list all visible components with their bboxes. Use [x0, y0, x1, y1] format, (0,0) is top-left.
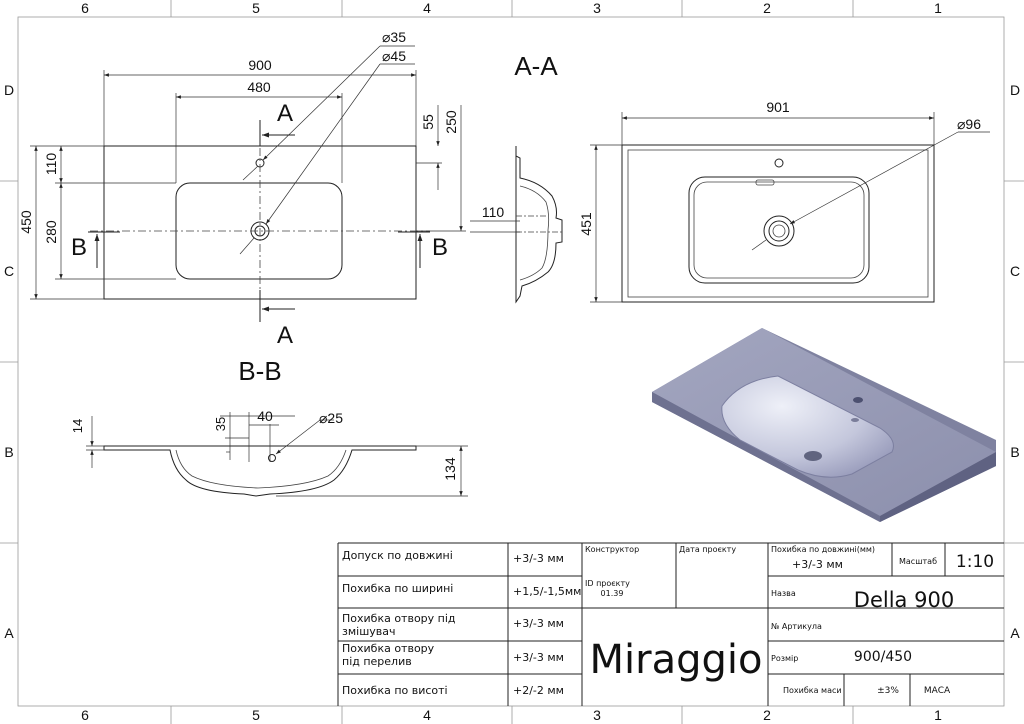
tol-label-2: змішувач	[342, 625, 396, 638]
top-drain-outer	[763, 215, 795, 247]
render-drain	[804, 451, 822, 461]
top-drain-inner	[772, 224, 786, 238]
row-label: A	[4, 625, 14, 641]
row-labels-left: D C B A	[4, 82, 14, 641]
column-labels-bottom: 6 5 4 3 2 1	[81, 707, 942, 723]
col-label: 1	[934, 707, 942, 723]
row-label: C	[4, 263, 14, 279]
tol-label: Похибка по висоті	[342, 684, 448, 697]
tol-value: +1,5/-1,5мм	[513, 585, 581, 598]
col-label: 2	[763, 0, 771, 16]
tol-label: Похибка отвору	[342, 642, 435, 655]
col-label: 3	[593, 0, 601, 16]
top-drain-mid	[768, 220, 790, 242]
dim-depth: 450	[18, 210, 34, 234]
dim-bb-offset: 35	[213, 417, 228, 431]
scale-value: 1:10	[956, 552, 994, 572]
dim-aa-depth: 110	[482, 204, 505, 220]
row-label: B	[1010, 444, 1019, 460]
section-mark-b: B	[71, 234, 87, 261]
dim-tap-hole: ⌀35	[382, 29, 406, 45]
length-tol-label: Похибка по довжині(мм)	[771, 545, 875, 554]
col-label: 1	[934, 0, 942, 16]
dim-bb-height: 134	[442, 457, 458, 481]
dim-width: 900	[248, 57, 272, 73]
column-labels-top: 6 5 4 3 2 1	[81, 0, 942, 16]
section-title-b-b: B-B	[238, 356, 281, 386]
section-b-b: B-B 14 35 40 ⌀25 134	[70, 356, 468, 497]
top-view-bowl	[688, 176, 870, 284]
size-value: 900/450	[854, 649, 912, 665]
top-tap-hole	[774, 158, 784, 168]
top-view-outline	[621, 144, 935, 303]
col-label: 5	[252, 707, 260, 723]
plan-view: 900 480 450 280 110 55 250 ⌀35 ⌀45 A A B…	[18, 29, 466, 349]
name-value: Della 900	[854, 588, 954, 612]
tol-label: Похибка отвору під	[342, 612, 456, 625]
tol-value: +3/-3 мм	[513, 651, 564, 664]
section-mark-a: A	[277, 100, 293, 127]
section-a-a: A-A 110	[470, 51, 564, 304]
title-block: Допуск по довжині +3/-3 мм Похибка по ши…	[337, 542, 1004, 706]
section-mark-b: B	[432, 234, 448, 261]
row-labels-right: D C B A	[1010, 82, 1020, 641]
dim-drain-hole: ⌀45	[382, 48, 406, 64]
dim-top-offset: 110	[43, 153, 59, 176]
length-tol-value: +3/-3 мм	[792, 558, 843, 571]
designer-label: Конструктор	[585, 545, 639, 554]
name-label: Назва	[771, 589, 796, 598]
top-view: 901 451 ⌀96	[578, 99, 990, 303]
article-label: № Артикула	[771, 622, 822, 631]
col-label: 4	[423, 0, 431, 16]
dim-tap-offset: 55	[420, 114, 436, 130]
overflow-slot	[755, 179, 775, 186]
section-mark-a: A	[277, 322, 293, 349]
dim-top-depth: 451	[578, 212, 594, 236]
row-label: D	[1010, 82, 1020, 98]
project-id-label: ID проєкту	[585, 579, 630, 588]
tol-value: +2/-2 мм	[513, 684, 564, 697]
col-label: 6	[81, 0, 89, 16]
row-label: D	[4, 82, 14, 98]
tol-label: Похибка по ширині	[342, 582, 453, 595]
section-title-a-a: A-A	[514, 51, 558, 81]
mass-tol-label: Похибка маси	[783, 686, 842, 695]
row-label: A	[1010, 625, 1020, 641]
dim-bb-thickness: 14	[70, 419, 85, 433]
scale-label: Масштаб	[899, 557, 937, 566]
col-label: 5	[252, 0, 260, 16]
size-label: Розмір	[771, 654, 798, 663]
project-date-label: Дата проєкту	[679, 545, 736, 554]
brand-name: Miraggio	[590, 637, 763, 683]
tol-label-2: під перелив	[342, 655, 412, 668]
row-label: B	[4, 444, 13, 460]
col-label: 2	[763, 707, 771, 723]
bb-hole	[268, 454, 276, 462]
mass-label: МАСА	[924, 686, 951, 696]
tol-label: Допуск по довжині	[342, 549, 453, 562]
row-label: C	[1010, 263, 1020, 279]
col-label: 6	[81, 707, 89, 723]
dim-drain-offset: 250	[443, 110, 459, 134]
col-label: 4	[423, 707, 431, 723]
dim-bb-hole-spacing: 40	[257, 408, 273, 424]
dim-bowl-width: 480	[247, 79, 271, 95]
tol-value: +3/-3 мм	[513, 552, 564, 565]
dim-bowl-depth: 280	[43, 220, 59, 244]
mass-tol-value: ±3%	[877, 686, 899, 696]
basin-3d-render	[652, 328, 996, 522]
project-id: 01.39	[601, 589, 624, 598]
dim-top-width: 901	[766, 99, 790, 115]
render-tap-hole	[853, 397, 863, 403]
col-label: 3	[593, 707, 601, 723]
tol-value: +3/-3 мм	[513, 617, 564, 630]
dim-bb-hole: ⌀25	[319, 410, 343, 426]
dim-top-drain: ⌀96	[957, 116, 981, 132]
